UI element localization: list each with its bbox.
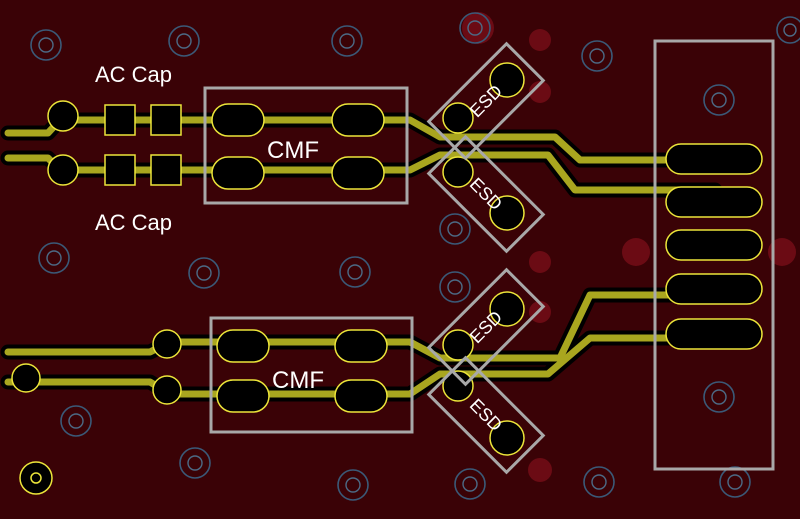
via [30,29,62,61]
via [459,12,491,44]
via [331,25,363,57]
entry-pads-top [47,100,79,186]
via [703,84,735,116]
via [188,257,220,289]
esd-outline-2 [426,134,546,254]
trace-pair1-p [4,116,719,164]
component-outlines [203,39,775,475]
via [776,16,800,44]
copper-pour [462,12,796,482]
cmf-top-outline [203,86,409,205]
via [339,256,371,288]
via [583,466,615,498]
cmf-bottom-pads [152,329,388,413]
connector-pads [665,143,763,350]
via [454,468,486,500]
via [179,447,211,479]
cmf-bottom-outline [209,316,414,434]
ac-cap-top-label: AC Cap [95,62,172,87]
esd-outline-1 [426,41,546,161]
misc-pads [11,363,53,495]
via [337,469,369,501]
trace-pair2-n [4,334,719,398]
cmf-top-pads [211,103,385,190]
trace-pair2-p [4,291,719,362]
vias [30,12,800,501]
via [38,242,70,274]
via [719,466,751,498]
via [439,213,471,245]
via [439,271,471,303]
via [581,40,613,72]
esd-outline-3 [426,267,546,387]
via [168,25,200,57]
esd-pads [442,62,525,456]
ac-cap-bottom-label: AC Cap [95,210,172,235]
connector-outline [653,39,775,471]
cmf-top-label: CMF [267,137,319,164]
esd-outline-4 [426,355,546,475]
via [703,381,735,413]
via [60,405,92,437]
cmf-bottom-label: CMF [272,367,324,394]
ac-cap-pads [104,104,182,186]
